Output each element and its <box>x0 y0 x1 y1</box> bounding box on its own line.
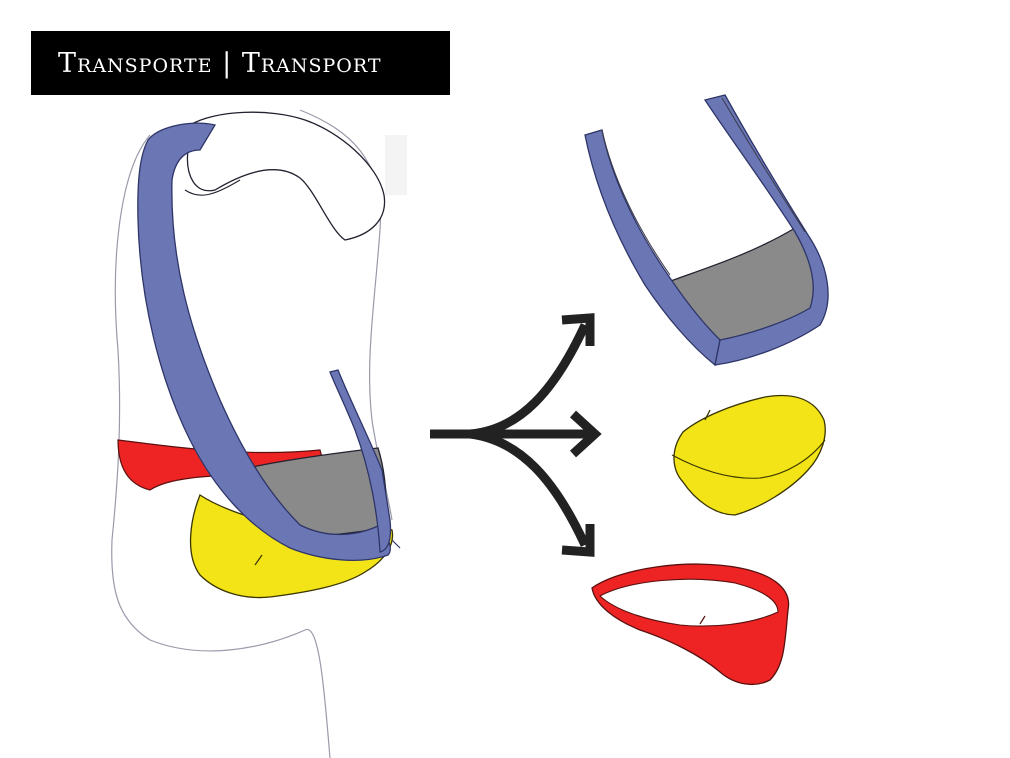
part-yellow-bag-body <box>673 394 826 516</box>
part-yellow-bag <box>671 394 826 516</box>
part-strap-left <box>584 129 721 367</box>
arrow-head-down <box>561 524 595 557</box>
arrow-head-up <box>561 313 595 346</box>
part-yellow-bag-zipper <box>704 409 711 421</box>
head-sketch <box>186 111 386 241</box>
slide-title: Transporte | Transport <box>58 47 382 79</box>
paper-shadow <box>385 135 407 195</box>
part-red-belt-inner <box>599 578 779 627</box>
part-strap-left-inner <box>601 129 671 276</box>
split-arrow <box>430 313 602 557</box>
title-banner: Transporte | Transport <box>31 31 450 95</box>
part-strap-with-pouch <box>584 94 829 367</box>
part-red-belt <box>591 563 790 686</box>
arrow-head-middle <box>569 410 602 458</box>
neck-sketch <box>184 179 241 196</box>
part-red-belt-buckle <box>699 615 706 625</box>
worn-bag-zipper <box>254 554 263 566</box>
arrow-branch-down <box>469 429 590 547</box>
part-strap-right-inner <box>721 97 806 233</box>
person-figure <box>111 109 407 758</box>
worn-strap-right <box>329 369 392 553</box>
worn-strap-zip <box>391 539 401 549</box>
arrow-branch-up <box>469 323 590 439</box>
torso-outline <box>111 134 331 758</box>
part-yellow-bag-seam <box>671 439 826 479</box>
